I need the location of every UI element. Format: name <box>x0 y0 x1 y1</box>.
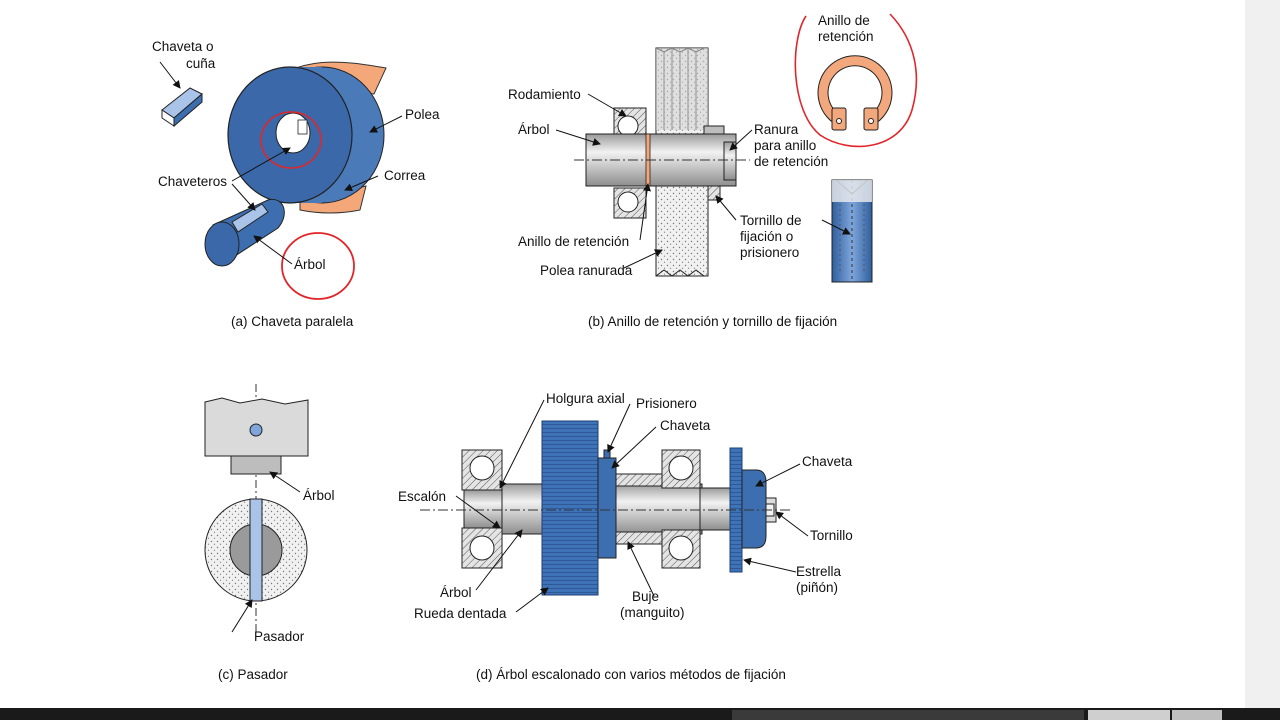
label-buje-line1: Buje <box>632 589 659 604</box>
label-estrella-line1: Estrella <box>796 564 842 579</box>
bearing-d-right <box>661 449 701 569</box>
mechanical-fastening-figure: Chaveta o cuña Polea Chaveteros Correa Á… <box>152 13 918 682</box>
label-anillo-retencion-b: Anillo de retención <box>518 234 629 249</box>
sprocket-hub <box>741 469 767 549</box>
label-chaveta-d2: Chaveta <box>802 454 853 469</box>
label-pasador: Pasador <box>254 629 305 644</box>
label-polea: Polea <box>405 107 440 122</box>
label-escalon: Escalón <box>398 489 446 504</box>
label-arbol-a: Árbol <box>294 257 326 272</box>
label-polea-ranurada: Polea ranurada <box>540 263 633 278</box>
label-rueda-dentada: Rueda dentada <box>414 606 507 621</box>
label-tornillo-d: Tornillo <box>810 528 853 543</box>
label-anillo-inset-line1: Anillo de <box>818 13 870 28</box>
caption-c: (c) Pasador <box>218 667 288 682</box>
panel-a: Chaveta o cuña Polea Chaveteros Correa Á… <box>152 39 440 329</box>
shaft-d-left <box>463 489 505 529</box>
label-arbol-d: Árbol <box>440 585 472 600</box>
label-ranura-line1: Ranura <box>754 122 799 137</box>
shaft-a <box>204 198 285 267</box>
label-chaveteros: Chaveteros <box>158 174 227 189</box>
label-estrella-line2: (piñón) <box>796 580 838 595</box>
pulley-keyway <box>297 119 308 135</box>
pin-hole <box>249 423 263 437</box>
label-arbol-b: Árbol <box>518 122 550 137</box>
gear-rueda-dentada <box>541 420 599 596</box>
panel-d: Holgura axial Prisionero Chaveta Chaveta… <box>398 391 853 682</box>
label-tornillo-line2: fijación o <box>740 229 793 244</box>
slide-canvas: Chaveta o cuña Polea Chaveteros Correa Á… <box>0 0 1245 708</box>
pasador-pin <box>249 498 263 602</box>
bearing-d-left <box>461 449 503 569</box>
set-screw-detail <box>831 179 873 283</box>
label-ranura-line3: de retención <box>754 154 828 169</box>
red-circle-anillo <box>794 13 918 148</box>
label-prisionero: Prisionero <box>636 396 697 411</box>
label-chaveta-d1: Chaveta <box>660 418 711 433</box>
label-rodamiento: Rodamiento <box>508 87 581 102</box>
panel-c: Árbol Pasador (c) Pasador <box>204 384 335 682</box>
label-tornillo-line3: prisionero <box>740 245 799 260</box>
buje-manguito <box>615 473 663 487</box>
caption-d: (d) Árbol escalonado con varios métodos … <box>476 667 786 682</box>
label-holgura-axial: Holgura axial <box>546 391 625 406</box>
label-ranura-line2: para anillo <box>754 138 816 153</box>
label-correa: Correa <box>384 168 426 183</box>
label-buje-line2: (manguito) <box>620 605 685 620</box>
caption-a: (a) Chaveta paralela <box>231 314 354 329</box>
label-arbol-c: Árbol <box>303 488 335 503</box>
red-circle-keyway <box>260 111 322 169</box>
label-chaveta-line1: Chaveta o <box>152 39 214 54</box>
video-bottom-bar <box>0 708 1280 720</box>
panel-b: Rodamiento Árbol Ranura para anillo de r… <box>508 13 918 329</box>
key-block <box>161 87 203 128</box>
collar-prisionero <box>597 457 617 559</box>
shaft-stub <box>230 455 282 475</box>
retaining-ring-inset <box>794 13 918 148</box>
caption-b: (b) Anillo de retención y tornillo de fi… <box>588 314 837 329</box>
label-tornillo-line1: Tornillo de <box>740 213 802 228</box>
label-chaveta-line2: cuña <box>186 56 216 71</box>
label-anillo-inset-line2: retención <box>818 29 874 44</box>
red-circle-arbol <box>281 232 355 300</box>
